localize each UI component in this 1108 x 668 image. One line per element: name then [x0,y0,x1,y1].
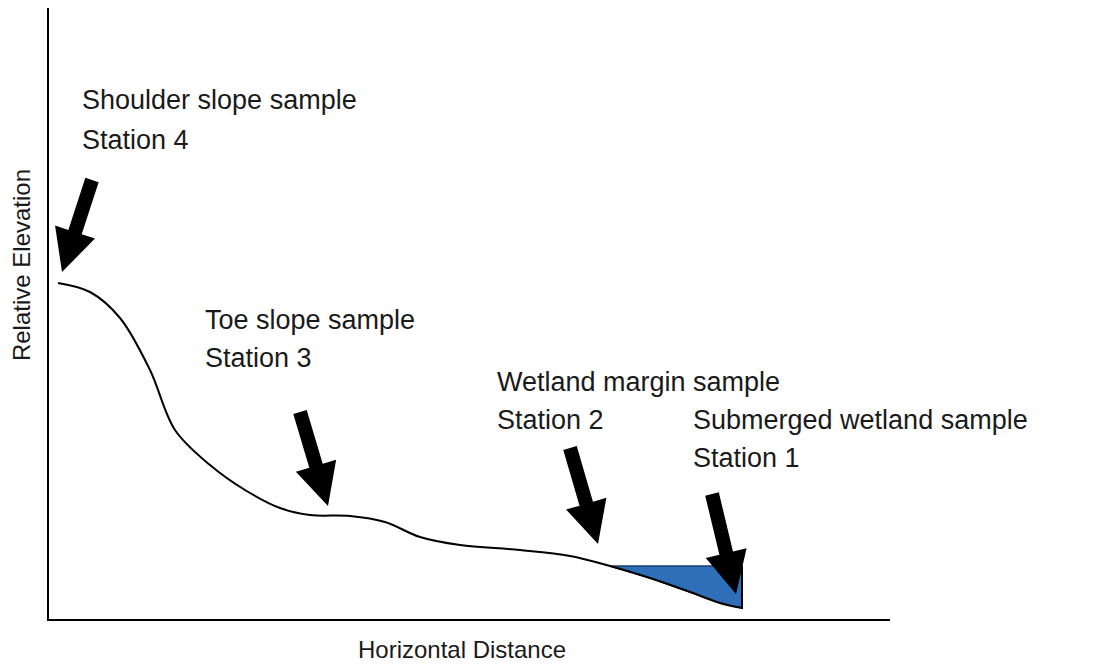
terrain-profile [58,283,742,608]
sample-label: Toe slope sample [205,304,415,336]
pointer-arrow [55,178,99,272]
pointer-arrow [705,492,746,594]
station-label: Station 1 [693,442,800,474]
station-label: Station 2 [497,404,604,436]
axis-title: Horizontal Distance [358,636,566,664]
y-axis [47,8,49,621]
sample-label: Shoulder slope sample [82,84,357,116]
station-label: Station 4 [82,124,189,156]
water-edge [741,566,743,609]
axis-title: Relative Elevation [8,169,36,361]
x-axis [47,619,890,621]
station-label: Station 3 [205,342,312,374]
pointer-arrow [293,410,336,506]
sample-label: Submerged wetland sample [693,404,1028,436]
sample-label: Wetland margin sample [497,366,780,398]
pointer-arrow [563,446,606,544]
